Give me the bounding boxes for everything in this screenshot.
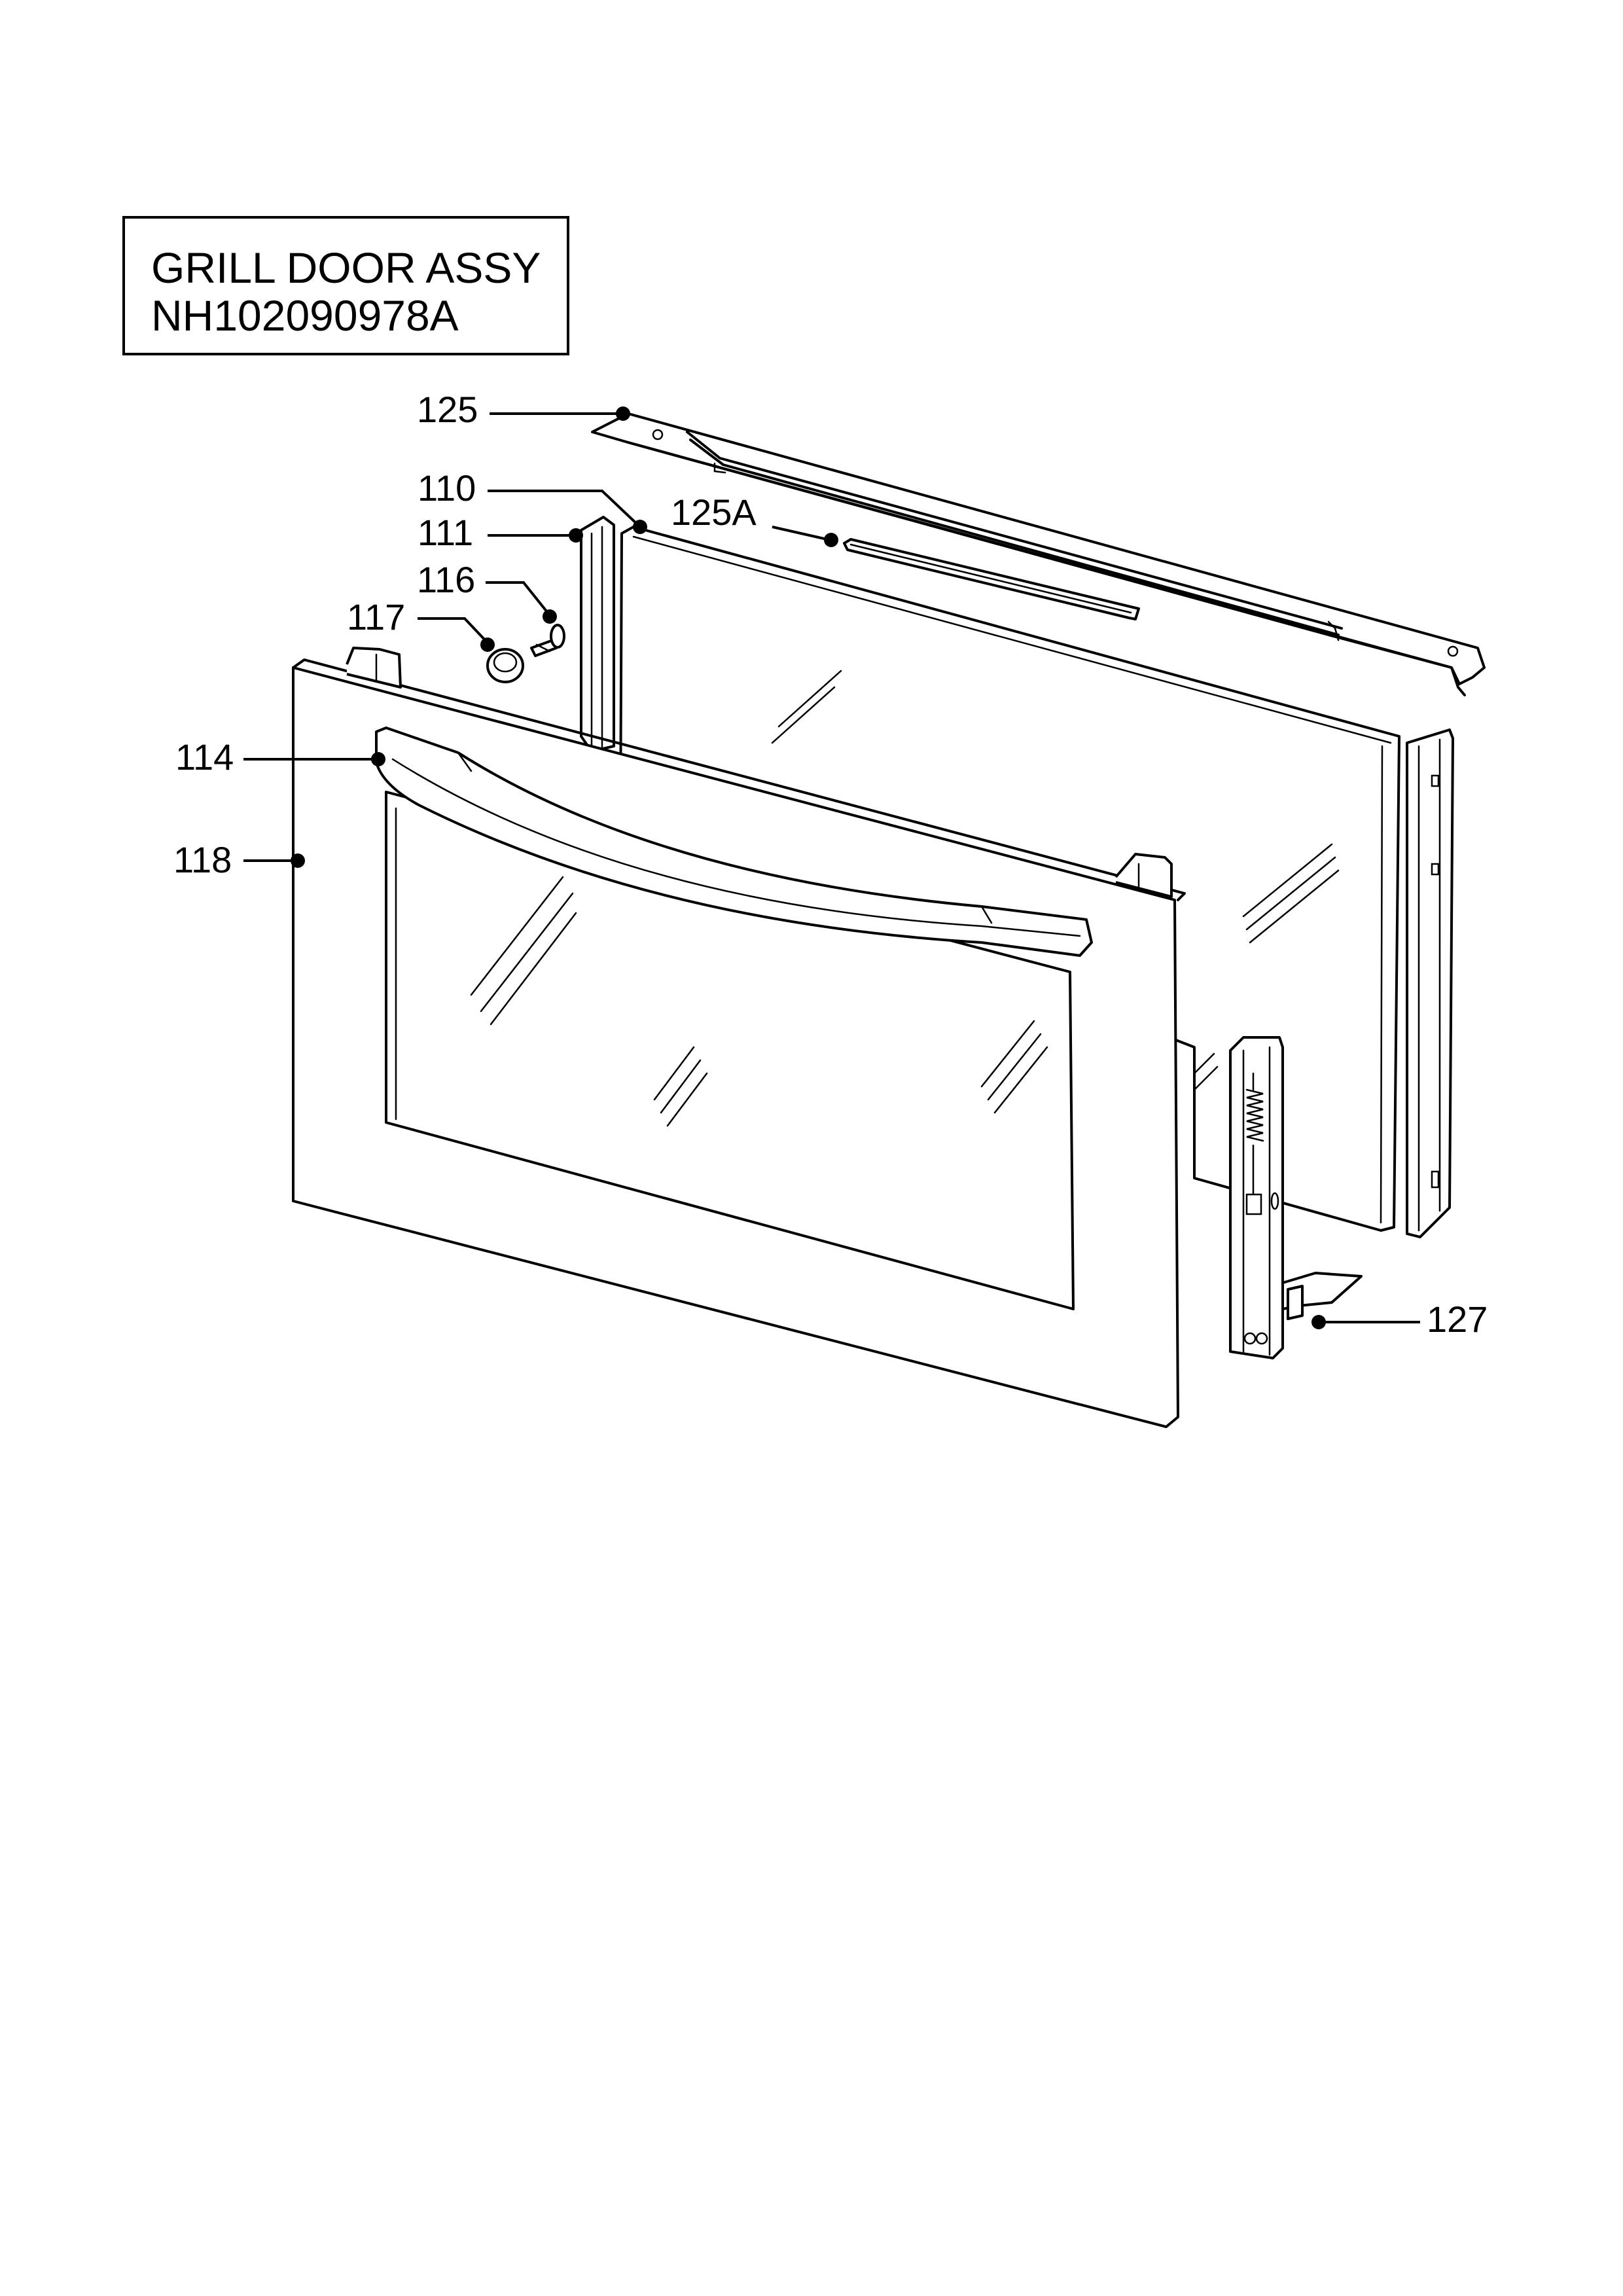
part-117-cap [486, 648, 524, 683]
title-block: GRILL DOOR ASSY NH102090978A [122, 216, 569, 355]
assembly-name: GRILL DOOR ASSY [151, 243, 541, 292]
part-118-front-door [292, 647, 1186, 1428]
assembly-part-number: NH102090978A [151, 291, 459, 340]
part-114-handle [375, 726, 1093, 957]
right-side-profile [1406, 728, 1454, 1238]
callout-111: 111 [418, 512, 473, 553]
callout-116: 116 [417, 559, 475, 600]
callout-118: 118 [173, 839, 232, 880]
callout-117: 117 [347, 596, 405, 637]
callout-125a: 125A [671, 492, 757, 533]
callout-125: 125 [417, 389, 478, 430]
callout-127: 127 [1427, 1299, 1488, 1340]
part-111-side-seal [580, 516, 615, 753]
callout-114: 114 [175, 736, 234, 778]
part-125-top-trim [591, 412, 1486, 696]
leader-lines [243, 406, 1420, 1329]
part-116-screw [530, 624, 565, 657]
callout-110: 110 [418, 467, 476, 509]
part-127-hinge [1229, 1036, 1363, 1359]
part-125a-strip [843, 538, 1140, 620]
